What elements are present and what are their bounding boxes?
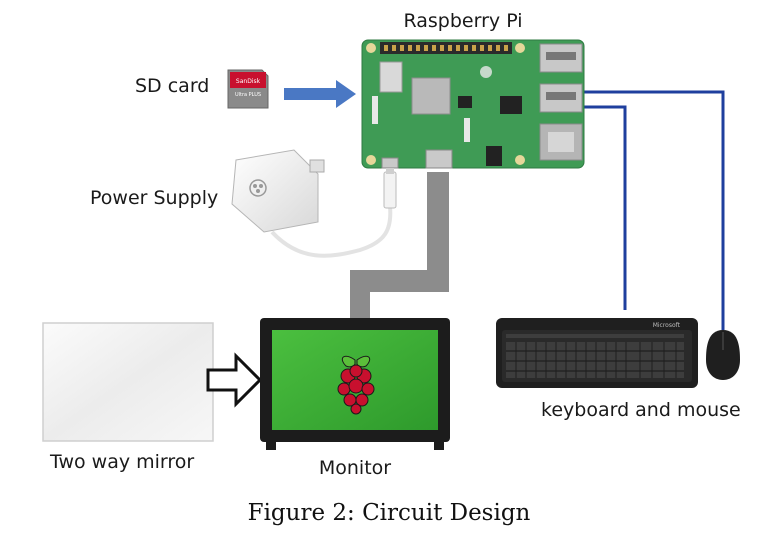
power-adapter-icon: [231, 149, 325, 233]
label-sd-card: SD card: [135, 75, 209, 97]
keyboard-icon: Microsoft: [496, 318, 698, 388]
label-monitor: Monitor: [319, 457, 391, 479]
sd-card-icon: SanDisk Ultra PLUS: [227, 69, 269, 109]
outline-arrow-icon: [206, 352, 263, 408]
label-two-way-mirror: Two way mirror: [49, 451, 194, 473]
sd-card-line: Ultra PLUS: [235, 92, 261, 98]
keyboard-brand: Microsoft: [653, 322, 681, 329]
label-raspberry-pi: Raspberry Pi: [403, 10, 522, 32]
raspberry-pi-board: [361, 39, 585, 169]
sd-card-brand: SanDisk: [236, 78, 261, 85]
power-cable: [270, 205, 393, 258]
mouse-icon: [706, 330, 740, 380]
micro-usb-plug: [383, 171, 397, 209]
keyboard-connection-line: [578, 105, 627, 310]
mouse-connection-line: [578, 90, 725, 330]
figure-caption: Figure 2: Circuit Design: [248, 500, 531, 526]
label-power-supply: Power Supply: [90, 187, 218, 209]
hdmi-cable: [350, 172, 449, 322]
sd-card-arrow: [284, 80, 356, 108]
raspberry-logo-icon: [337, 355, 375, 415]
label-keyboard-mouse: keyboard and mouse: [541, 399, 741, 421]
mirror-panel: [42, 322, 214, 442]
